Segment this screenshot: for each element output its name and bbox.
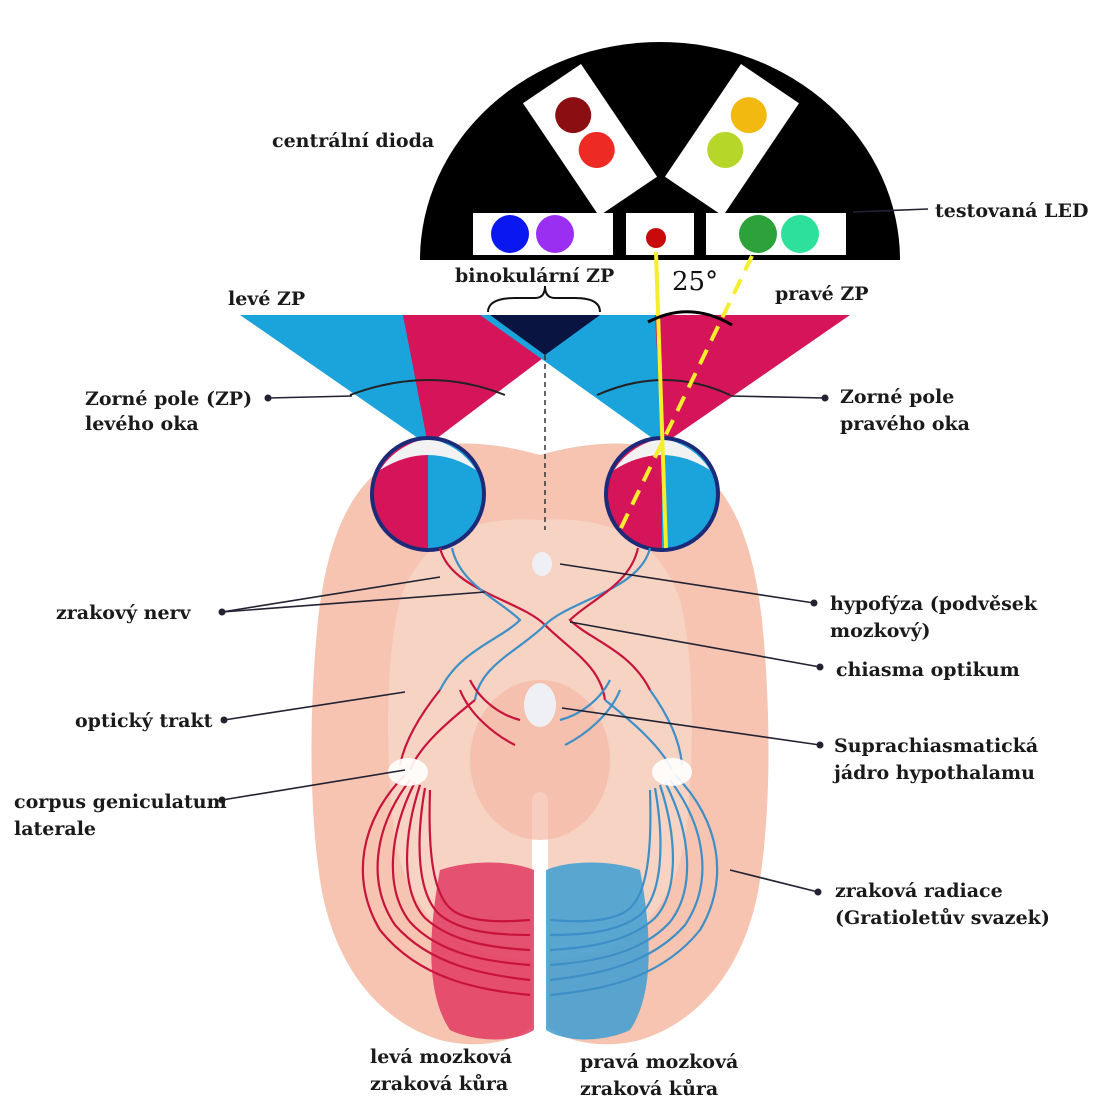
- label-left-eye-fov-2: levého oka: [85, 413, 199, 435]
- left-visual-cortex: [431, 863, 534, 1040]
- label-lgn-2: laterale: [14, 818, 96, 840]
- label-right-cortex-1: pravá mozková: [580, 1051, 738, 1073]
- label-right-eye-fov-1: Zorné pole: [840, 386, 954, 408]
- label-optic-tract: optický trakt: [75, 710, 213, 732]
- label-binocular-fov: binokulární ZP: [455, 265, 614, 287]
- label-scn-1: Suprachiasmatická: [834, 735, 1038, 757]
- central-diode: [646, 228, 666, 248]
- label-left-fov: levé ZP: [228, 288, 305, 310]
- label-chiasma: chiasma optikum: [836, 659, 1020, 681]
- right-lgn: [652, 758, 692, 786]
- label-lgn-1: corpus geniculatum: [14, 791, 227, 813]
- label-central-diode: centrální dioda: [272, 130, 434, 152]
- label-pituitary-2: mozkový): [830, 620, 930, 642]
- label-tested-led: testovaná LED: [935, 200, 1088, 222]
- right-field-magenta: [655, 315, 850, 445]
- label-left-cortex-1: levá mozková: [370, 1046, 512, 1068]
- pituitary: [532, 552, 552, 576]
- left-eye: [372, 438, 484, 550]
- label-radiation-1: zraková radiace: [835, 880, 1003, 902]
- label-right-eye-fov-2: pravého oka: [840, 413, 970, 435]
- led-mint: [781, 215, 819, 253]
- label-scn-2: jádro hypothalamu: [832, 762, 1035, 784]
- led-blue: [491, 215, 529, 253]
- led-purple: [536, 215, 574, 253]
- label-radiation-2: (Gratioletův svazek): [835, 907, 1050, 929]
- binocular-brace: [488, 286, 600, 312]
- visual-fields: [240, 286, 850, 530]
- right-visual-cortex: [546, 863, 649, 1040]
- led-panel: [420, 42, 900, 260]
- label-right-fov: pravé ZP: [775, 283, 869, 305]
- led-green: [739, 215, 777, 253]
- label-angle: 25°: [672, 267, 718, 297]
- label-left-eye-fov-1: Zorné pole (ZP): [85, 388, 252, 410]
- scn: [524, 683, 556, 727]
- label-pituitary-1: hypofýza (podvěsek: [830, 593, 1038, 615]
- label-optic-nerve: zrakový nerv: [56, 602, 192, 624]
- label-right-cortex-2: zraková kůra: [580, 1078, 718, 1099]
- label-left-cortex-2: zraková kůra: [370, 1073, 508, 1095]
